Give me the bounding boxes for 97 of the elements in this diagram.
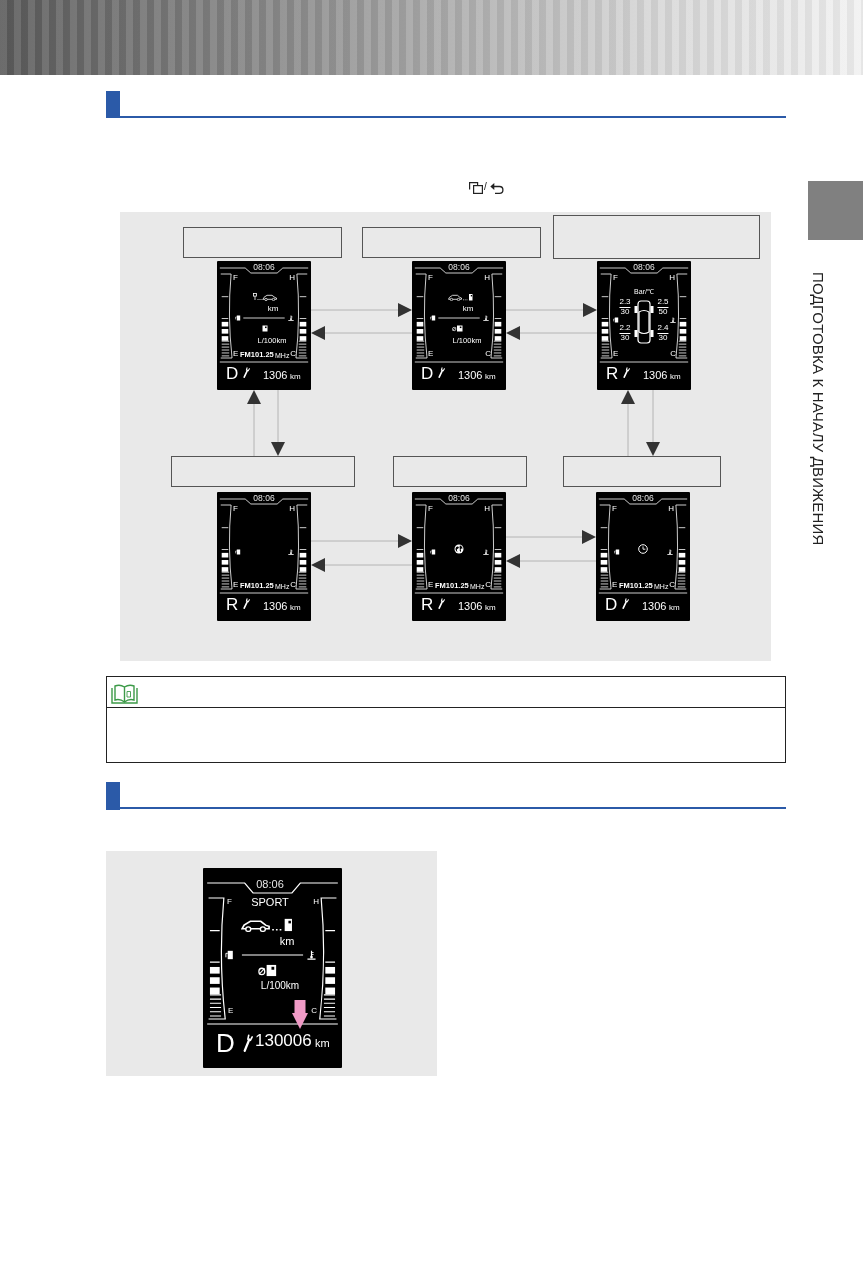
clock-readout: 08:06	[448, 494, 470, 503]
clock-readout: 08:06	[256, 879, 284, 890]
arrow	[311, 326, 413, 340]
fuel-empty-mark: E	[613, 350, 619, 358]
gear-indicator: R	[226, 596, 239, 613]
gear-indicator: R	[606, 365, 619, 382]
temp-cold-mark: C	[485, 581, 491, 589]
clock-readout: 08:06	[633, 263, 655, 272]
arrow	[247, 390, 261, 457]
tire-temperature: 30	[620, 307, 630, 316]
temp-cold-mark: C	[290, 350, 296, 358]
tire-temperature: 50	[658, 307, 668, 316]
fuel-full-mark: F	[613, 274, 618, 282]
gear-indicator: D	[226, 365, 239, 382]
fuel-full-mark: F	[612, 505, 617, 513]
temp-cold-mark: C	[290, 581, 296, 589]
label-box	[183, 227, 342, 258]
arrow	[505, 303, 597, 317]
odometer-reading: 1306	[642, 601, 667, 612]
distance-unit: km	[267, 305, 279, 313]
odometer-reading: 1306	[458, 370, 483, 381]
clock-readout: 08:06	[448, 263, 470, 272]
fuel-full-mark: F	[428, 274, 433, 282]
tire-pressure: 2.2	[619, 324, 631, 334]
tire-pressure: 2.5	[657, 298, 669, 308]
label-box	[362, 227, 541, 258]
arrow	[506, 326, 598, 340]
display-screen	[217, 492, 311, 621]
odometer-unit: km	[670, 373, 681, 381]
odometer-reading: 1306	[263, 601, 288, 612]
temp-hot-mark: H	[669, 274, 675, 282]
arrow	[646, 389, 660, 456]
slash-separator: /	[484, 182, 487, 192]
distance-unit: km	[279, 936, 295, 947]
odometer-reading: 1306	[458, 601, 483, 612]
arrow	[506, 554, 597, 568]
fuel-full-mark: F	[227, 898, 232, 906]
odometer-reading: 1306	[643, 370, 668, 381]
tire-temperature: 30	[620, 333, 630, 342]
arrow	[505, 530, 596, 544]
gear-indicator: D	[605, 596, 618, 613]
gear-indicator: D	[216, 1030, 235, 1056]
consumption-unit: L/100km	[260, 981, 300, 991]
temp-hot-mark: H	[484, 274, 490, 282]
section-tab-text: ПОДГОТОВКА К НАЧАЛУ ДВИЖЕНИЯ	[811, 272, 826, 546]
temp-cold-mark: C	[485, 350, 491, 358]
fuel-full-mark: F	[233, 274, 238, 282]
clock-readout: 08:06	[632, 494, 654, 503]
fuel-empty-mark: E	[428, 581, 434, 589]
odometer-unit: km	[485, 373, 496, 381]
drive-mode: SPORT	[251, 897, 289, 908]
temp-cold-mark: C	[311, 1007, 317, 1015]
label-box	[553, 215, 760, 259]
fuel-empty-mark: E	[228, 1007, 234, 1015]
fuel-full-mark: F	[428, 505, 433, 513]
fuel-empty-mark: E	[612, 581, 618, 589]
odometer-unit: km	[290, 373, 301, 381]
odometer-unit: km	[669, 604, 680, 612]
tire-pressure: 2.4	[657, 324, 669, 334]
temp-cold-mark: C	[670, 350, 676, 358]
display-screen	[412, 492, 506, 621]
label-box	[171, 456, 355, 487]
gear-indicator: D	[421, 365, 434, 382]
display-screen	[203, 868, 342, 1068]
odometer-unit: km	[290, 604, 301, 612]
fuel-empty-mark: E	[428, 350, 434, 358]
fuel-full-mark: F	[233, 505, 238, 513]
fuel-empty-mark: E	[233, 581, 239, 589]
temp-hot-mark: H	[668, 505, 674, 513]
temp-hot-mark: H	[289, 274, 295, 282]
tire-pressure: 2.3	[619, 298, 631, 308]
temp-hot-mark: H	[484, 505, 490, 513]
temp-cold-mark: C	[669, 581, 675, 589]
temp-hot-mark: H	[313, 898, 319, 906]
distance-unit: km	[462, 305, 474, 313]
arrow	[271, 389, 285, 456]
odometer-unit: km	[485, 604, 496, 612]
odometer-reading: 1306	[263, 370, 288, 381]
arrow	[621, 390, 635, 457]
fuel-empty-mark: E	[233, 350, 239, 358]
label-box	[563, 456, 721, 487]
display-screen	[412, 261, 506, 390]
odometer-unit: km	[315, 1038, 330, 1049]
label-box	[393, 456, 527, 487]
arrow	[310, 534, 412, 548]
pointer-arrow	[292, 1000, 308, 1029]
gear-indicator: R	[421, 596, 434, 613]
clock-readout: 08:06	[253, 494, 275, 503]
arrow	[310, 303, 412, 317]
odometer-reading: 130006	[255, 1032, 312, 1049]
clock-readout: 08:06	[253, 263, 275, 272]
arrow	[311, 558, 413, 572]
display-screen	[596, 492, 690, 621]
tire-temperature: 30	[658, 333, 668, 342]
temp-hot-mark: H	[289, 505, 295, 513]
display-screen	[597, 261, 691, 390]
display-screen	[217, 261, 311, 390]
